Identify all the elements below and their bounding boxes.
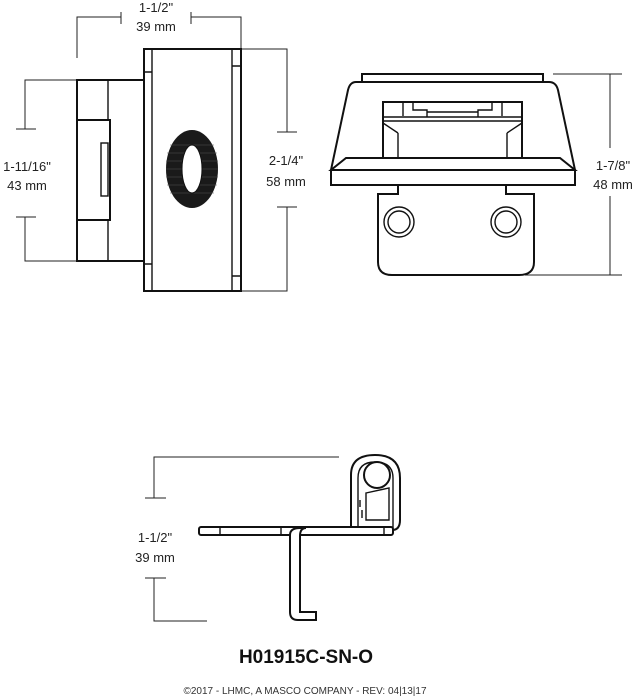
top-depth-imperial: 1-1/2" <box>138 530 173 545</box>
front-left-height-metric: 43 mm <box>7 178 47 193</box>
hinge-front-body <box>76 48 242 292</box>
part-number: H01915C-SN-O <box>239 647 373 668</box>
side-height-imperial: 1-7/8" <box>596 158 631 173</box>
front-right-height-metric: 58 mm <box>266 174 306 189</box>
front-width-metric: 39 mm <box>136 19 176 34</box>
front-right-height-imperial: 2-1/4" <box>269 153 304 168</box>
top-depth-dimension: 1-1/2" 39 mm <box>135 456 339 622</box>
front-width-dimension: 1-1/2" 39 mm <box>76 0 242 58</box>
top-depth-metric: 39 mm <box>135 550 175 565</box>
front-right-height-dimension: 2-1/4" 58 mm <box>241 48 306 292</box>
hinge-top-profile <box>198 453 401 621</box>
top-view: 1-1/2" 39 mm <box>135 453 401 622</box>
front-view: 1-1/2" 39 mm 1-11/16" 43 mm 2-1/4" 58 mm <box>3 0 306 292</box>
side-height-metric: 48 mm <box>593 177 633 192</box>
front-left-height-imperial: 1-11/16" <box>3 159 51 174</box>
side-height-dimension: 1-7/8" 48 mm <box>525 73 633 276</box>
copyright-footer: ©2017 - LHMC, A MASCO COMPANY - REV: 04|… <box>183 686 426 697</box>
front-width-imperial: 1-1/2" <box>139 0 174 15</box>
hinge-side-body <box>328 73 578 276</box>
front-left-height-dimension: 1-11/16" 43 mm <box>3 79 77 262</box>
side-view: 1-7/8" 48 mm <box>328 73 633 276</box>
